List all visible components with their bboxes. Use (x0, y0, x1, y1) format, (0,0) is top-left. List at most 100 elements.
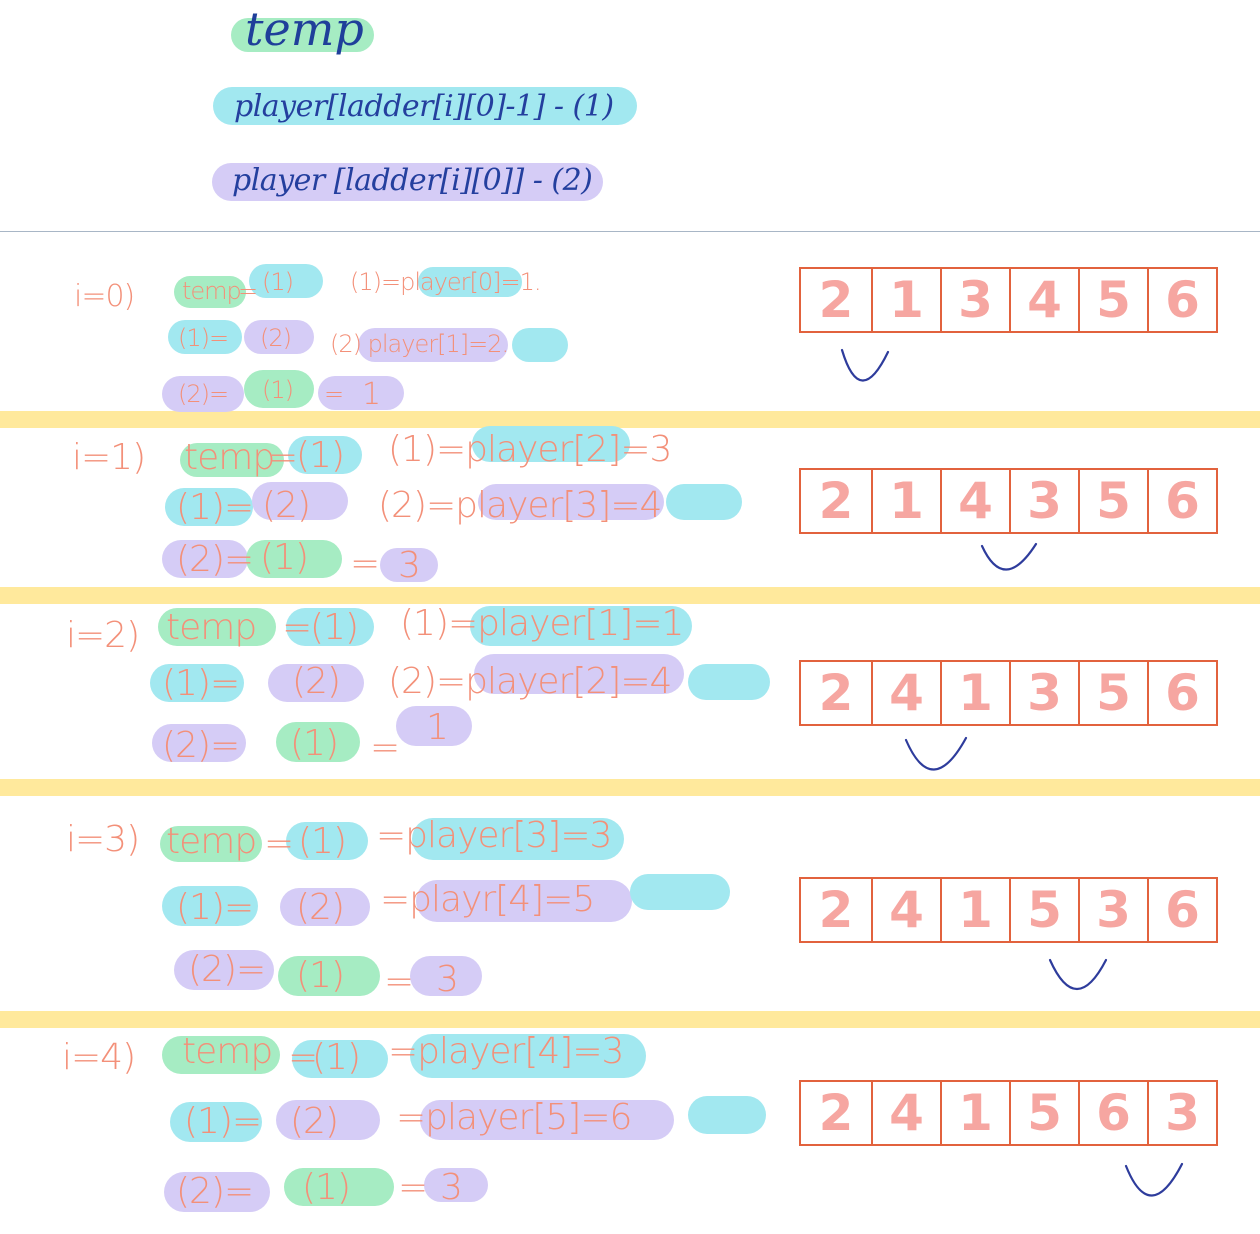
ref1-text: (1) (296, 435, 345, 476)
row3-b-text: (1) (260, 537, 309, 578)
row3-d-highlight (380, 548, 438, 582)
row2-b-highlight (252, 482, 348, 520)
array-step-3: 2 4 1 5 3 6 (799, 877, 1218, 943)
def2-value-highlight (630, 874, 730, 910)
equals-text: = (282, 607, 312, 648)
def1-highlight (410, 1034, 646, 1078)
row3-c-text: = (324, 380, 344, 408)
ref1-text: (1) (298, 821, 347, 862)
def1-text: =player[3]=3 (376, 815, 612, 856)
array-cell: 5 (1009, 1082, 1078, 1144)
def2-highlight (416, 880, 632, 922)
def2-text: (2)=player[3]=4 (378, 485, 662, 526)
row3-d-text: 1 (362, 377, 381, 412)
row2-b-highlight (276, 1100, 380, 1140)
check-mark-icon (980, 542, 1038, 571)
def2-text: (2) player[1]=2. (330, 330, 509, 358)
row3-c-text: = (350, 543, 380, 584)
step-label: i=2) (66, 615, 140, 656)
row3-b-highlight (278, 956, 380, 996)
def2-value-highlight (688, 664, 770, 700)
header-divider (0, 231, 1260, 232)
def2-value-highlight (666, 484, 742, 520)
array-cell: 6 (1147, 662, 1216, 724)
step-label: i=3) (66, 819, 140, 860)
array-cell: 1 (940, 1082, 1009, 1144)
row3-a-highlight (164, 1172, 270, 1212)
array-step-4: 2 4 1 5 6 3 (799, 1080, 1218, 1146)
def2-value-highlight (688, 1096, 766, 1134)
array-cell: 3 (1009, 470, 1078, 532)
def1-text: (1)=player[2]=3 (388, 429, 672, 470)
array-cell: 5 (1009, 879, 1078, 941)
array-step-0: 2 1 3 4 5 6 (799, 267, 1218, 333)
temp-highlight (180, 443, 284, 477)
temp-text: temp (166, 607, 257, 648)
formula-line-1: player[ladder[i][0]-1] - (1) (234, 89, 614, 124)
array-cell: 1 (871, 470, 940, 532)
temp-title: temp (245, 2, 364, 56)
array-cell: 4 (871, 879, 940, 941)
equals-text: = (268, 437, 298, 478)
temp-text: temp (166, 821, 257, 862)
check-mark-icon (1048, 958, 1108, 990)
temp-highlight (160, 826, 262, 862)
row3-a-highlight (174, 950, 274, 990)
row3-a-highlight (152, 724, 246, 762)
ref1-text: (1) (262, 268, 294, 296)
def2-highlight (420, 1100, 674, 1140)
ref1-highlight (288, 436, 362, 474)
row2-b-text: (2) (296, 887, 345, 928)
array-cell: 2 (818, 664, 854, 722)
separator-band (0, 411, 1260, 428)
def2-text: (2)=player[2]=4 (388, 661, 672, 702)
equals-text: = (264, 823, 294, 864)
row3-d-highlight (396, 706, 472, 746)
equals-text: = (288, 1037, 318, 1078)
temp-highlight (231, 18, 374, 52)
row2-a-highlight (170, 1102, 262, 1142)
array-cell: 3 (940, 269, 1009, 331)
separator-band (0, 587, 1260, 604)
def2-value-highlight (512, 328, 568, 362)
row2-a-text: (1)= (176, 487, 254, 528)
array-cell: 4 (1009, 269, 1078, 331)
row2-b-highlight (280, 888, 370, 926)
def2-text: =player[5]=6 (396, 1097, 632, 1138)
def1-highlight (472, 426, 630, 462)
def1-text: (1)=player[0]=1. (350, 268, 542, 296)
separator-band (0, 1011, 1260, 1028)
row3-b-text: (1) (302, 1167, 351, 1208)
row3-a-highlight (162, 376, 244, 412)
array-cell: 4 (871, 662, 940, 724)
row3-a-text: (2)= (176, 1171, 254, 1212)
array-step-2: 2 4 1 3 5 6 (799, 660, 1218, 726)
temp-highlight (174, 276, 246, 308)
row3-d-text: 1 (426, 707, 449, 748)
def2-highlight (358, 328, 508, 362)
array-cell: 1 (871, 269, 940, 331)
array-cell: 6 (1147, 879, 1216, 941)
row3-d-highlight (318, 376, 404, 410)
row3-d-text: 3 (440, 1167, 463, 1208)
row3-b-text: (1) (290, 723, 339, 764)
array-cell: 3 (1009, 662, 1078, 724)
array-cell: 5 (1078, 470, 1147, 532)
row3-a-text: (2)= (162, 725, 240, 766)
check-mark-icon (840, 348, 890, 382)
ref1-highlight (286, 822, 368, 860)
step-label: i=0) (74, 279, 135, 314)
def2-text: =playr[4]=5 (380, 879, 595, 920)
row3-b-highlight (244, 370, 314, 408)
row2-b-text: (2) (260, 324, 292, 352)
row3-b-text: (1) (262, 376, 294, 404)
equals-text: = (238, 277, 258, 305)
row3-d-text: 3 (398, 545, 421, 586)
row3-a-text: (2)= (188, 949, 266, 990)
row2-a-highlight (150, 664, 244, 702)
array-cell: 4 (871, 1082, 940, 1144)
array-cell: 1 (940, 879, 1009, 941)
row3-d-text: 3 (436, 959, 459, 1000)
check-mark-icon (904, 736, 968, 771)
step-label: i=1) (72, 437, 146, 478)
